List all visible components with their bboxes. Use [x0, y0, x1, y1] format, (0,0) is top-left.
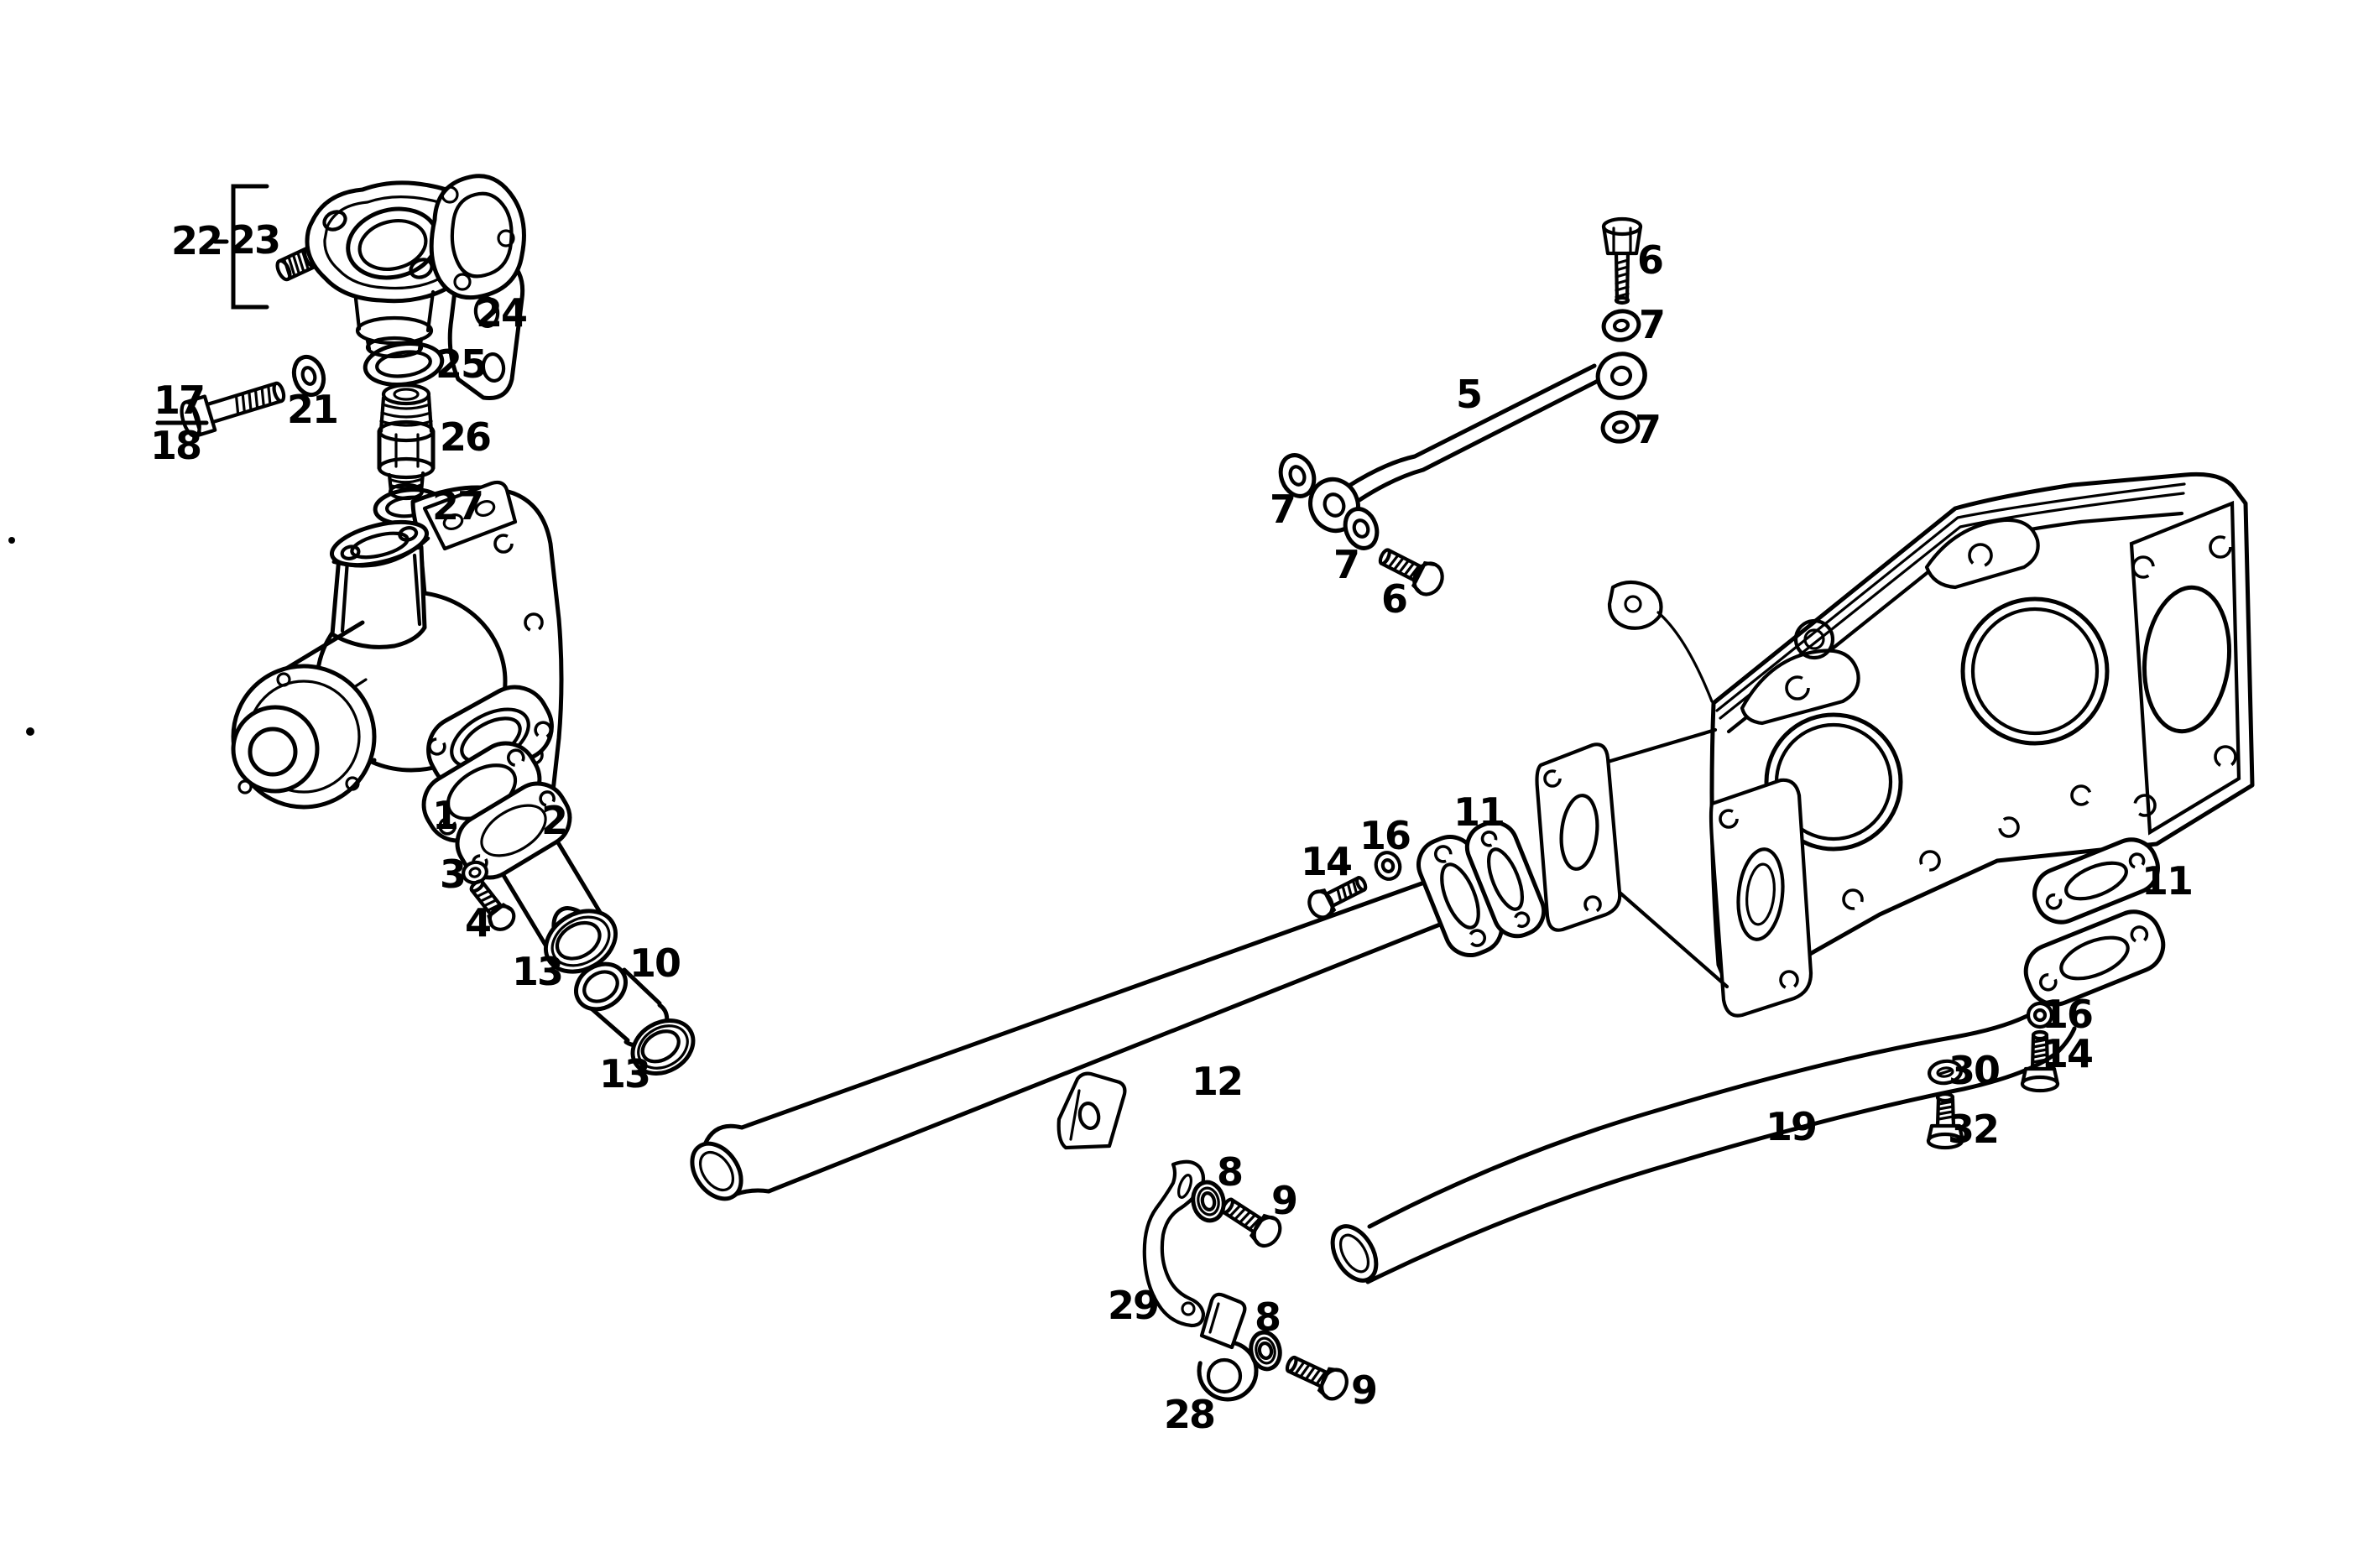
part-label-16a: 16: [1359, 813, 1410, 858]
washer-7b: [1343, 507, 1380, 550]
part-label-8b: 8: [1255, 1295, 1280, 1340]
o-ring-25: [363, 341, 445, 387]
washer-7d: [1600, 410, 1641, 444]
pipe-bracket-tab: [1056, 1071, 1127, 1150]
part-label-7c: 7: [1639, 302, 1664, 347]
washer-7a: [1278, 453, 1317, 498]
washer-30: [1927, 1059, 1964, 1086]
part-label-10: 10: [629, 940, 680, 986]
part-label-21: 21: [287, 387, 337, 432]
part-label-7a: 7: [1270, 487, 1295, 532]
part-label-9b: 9: [1351, 1367, 1376, 1413]
part-label-23: 23: [229, 217, 279, 263]
bolt-9b: [1285, 1355, 1349, 1401]
part-label-4: 4: [465, 900, 490, 945]
return-pipe-19: [1330, 909, 2166, 1284]
washer-8b: [1249, 1330, 1282, 1372]
seal-ring-13b: [630, 1018, 696, 1076]
part-label-13a: 13: [512, 949, 562, 994]
clamp-28: [1197, 1292, 1259, 1402]
part-label-30: 30: [1949, 1048, 1999, 1093]
gasket-11a: [1464, 820, 1547, 939]
gasket-1: [421, 741, 542, 843]
washer-16a: [1374, 851, 1402, 881]
part-label-28: 28: [1164, 1392, 1214, 1437]
part-label-5: 5: [1456, 372, 1481, 417]
banjo-pipe-5: [1308, 352, 1647, 534]
bolt-6b: [1378, 548, 1444, 596]
gasket-11b: [2032, 837, 2160, 925]
part-label-12: 12: [1192, 1059, 1242, 1104]
part-label-8a: 8: [1217, 1149, 1242, 1195]
part-label-1: 1: [432, 793, 457, 838]
bolt-14a: [1307, 876, 1368, 919]
label-bracket-22-23: [212, 184, 269, 310]
part-label-26: 26: [440, 414, 490, 460]
part-label-25: 25: [436, 341, 486, 387]
bolt-6a: [1601, 216, 1643, 305]
part-label-29: 29: [1108, 1283, 1158, 1328]
part-label-11b: 11: [2142, 858, 2192, 904]
manifold-housing: [1535, 471, 2255, 1018]
part-label-19: 19: [1766, 1104, 1816, 1149]
part-label-16b: 16: [2042, 992, 2092, 1037]
scan-speck: [8, 537, 15, 544]
part-label-22: 22: [171, 218, 222, 263]
washer-16b: [2026, 1001, 2054, 1029]
part-label-14a: 14: [1301, 839, 1351, 884]
washer-7c: [1601, 309, 1641, 342]
part-label-13b: 13: [599, 1051, 650, 1097]
part-label-2: 2: [541, 798, 566, 843]
part-label-6b: 6: [1381, 576, 1406, 622]
part-label-3: 3: [440, 852, 465, 897]
washer-21: [291, 354, 326, 398]
part-label-7d: 7: [1635, 407, 1660, 452]
bolt-14b: [2020, 1029, 2060, 1093]
bolt-4: [469, 879, 516, 931]
part-label-6a: 6: [1637, 237, 1662, 283]
part-label-14b: 14: [2042, 1031, 2092, 1076]
scan-speck: [26, 727, 34, 736]
bolt-9a: [1220, 1197, 1282, 1248]
part-label-17: 17: [154, 378, 204, 423]
part-label-27: 27: [432, 483, 483, 529]
bolt-17-18: [180, 381, 286, 438]
part-label-9a: 9: [1271, 1178, 1296, 1223]
coolant-pipe-12: [690, 835, 1504, 1201]
part-label-11a: 11: [1453, 789, 1504, 835]
part-label-24: 24: [476, 290, 526, 336]
part-label-7b: 7: [1333, 542, 1359, 587]
washer-8a: [1191, 1180, 1226, 1223]
part-label-32: 32: [1948, 1107, 1998, 1152]
gasket-24: [429, 174, 526, 300]
fitting-26: [377, 383, 436, 501]
part-label-18: 18: [150, 423, 201, 468]
bolt-32: [1926, 1091, 1965, 1150]
